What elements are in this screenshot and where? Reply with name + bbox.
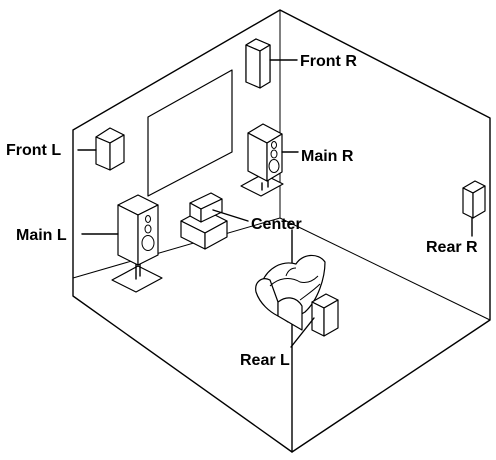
rear-left-speaker	[311, 293, 339, 337]
front-right-speaker	[245, 38, 271, 89]
front-right-label: Front R	[300, 53, 357, 70]
center-leader	[212, 209, 249, 222]
rear-left-leader	[290, 317, 315, 348]
sofa	[255, 254, 326, 331]
main-right-label: Main R	[301, 148, 354, 165]
rear-right-label: Rear R	[426, 239, 478, 256]
center-speaker	[180, 192, 228, 250]
front-left-label: Front L	[6, 142, 61, 159]
main-left-label: Main L	[16, 227, 67, 244]
main-right-speaker	[240, 123, 284, 197]
rear-left-label: Rear L	[240, 352, 290, 369]
front-left-speaker	[95, 127, 125, 171]
center-label: Center	[251, 216, 302, 233]
screen	[147, 69, 233, 197]
rear-right-speaker	[462, 180, 486, 219]
room-outline	[72, 9, 491, 453]
main-left-speaker	[111, 194, 163, 293]
